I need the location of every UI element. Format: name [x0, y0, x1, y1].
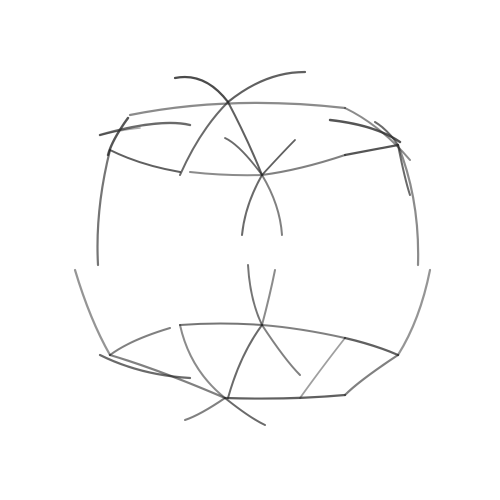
sphere-arc — [396, 143, 420, 267]
sphere-arc — [73, 268, 112, 357]
sphere-arc — [374, 121, 399, 146]
sphere-arc — [261, 324, 301, 376]
sphere-arc — [109, 149, 181, 173]
sphere-arc — [184, 397, 226, 421]
sphere-arc — [396, 268, 432, 357]
sphere-arc — [227, 324, 263, 399]
sphere-arc — [344, 107, 411, 161]
sphere-arc — [261, 324, 346, 339]
sphere-arc — [98, 121, 192, 137]
sphere-arc — [179, 324, 226, 399]
sphere-arc — [179, 322, 263, 326]
sphere-arc — [299, 337, 346, 399]
sphere-arc — [261, 269, 276, 326]
sphere-arc — [223, 393, 347, 400]
sphere-arc — [128, 101, 347, 117]
sphere-arc — [226, 70, 307, 104]
sphere-arc — [224, 397, 266, 426]
sphere-arc — [397, 144, 411, 196]
sphere-arc — [261, 174, 283, 236]
sphere-arc-group — [73, 70, 432, 426]
sphere-arc — [261, 139, 296, 176]
sphere-arc — [343, 353, 400, 397]
sphere-arc — [261, 154, 346, 176]
sphere-arc — [108, 353, 227, 400]
sphere-arc — [179, 101, 229, 176]
sphere-arc — [189, 171, 263, 177]
sphere-arc — [328, 118, 402, 144]
sphere-arc — [173, 76, 230, 104]
sphere-arc — [96, 148, 112, 267]
sphere-arc — [224, 137, 263, 176]
sphere-arc — [343, 336, 400, 357]
sphere-arc — [109, 327, 171, 356]
sphere-arc — [227, 101, 263, 176]
sphere-arc — [343, 143, 400, 157]
sphere-arc — [106, 116, 130, 157]
sphere-arc — [241, 174, 263, 236]
sphere-arc — [247, 264, 263, 326]
sphere-arc — [98, 353, 192, 380]
